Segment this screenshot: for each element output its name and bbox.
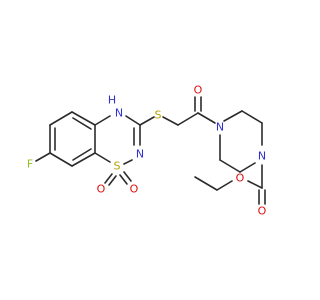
bond-so-left-b xyxy=(108,175,117,186)
atom-h-ring: H xyxy=(108,94,116,107)
bond-pip-6 xyxy=(239,162,256,173)
atom-n-imine: N xyxy=(136,148,144,161)
bond-so-left-a xyxy=(104,173,113,184)
bond-so-right-a xyxy=(119,174,128,185)
bond-c-n-ring xyxy=(94,115,111,126)
atom-o-sulfonyl-right: O xyxy=(130,183,139,196)
bond-o-ch2 xyxy=(216,180,233,191)
bond-benz-1 xyxy=(49,111,73,126)
bond-pip-2 xyxy=(241,110,263,124)
bond-ch2-co xyxy=(177,112,199,126)
bond-c-s-thio xyxy=(139,116,155,126)
bond-s-c-benz xyxy=(94,152,111,163)
bond-benz-3 xyxy=(49,152,73,167)
bond-pip-1 xyxy=(223,110,243,122)
atom-n-pip-right: N xyxy=(258,150,266,163)
atom-n-ring: N xyxy=(115,107,123,120)
bond-s-ch2 xyxy=(162,116,179,126)
bond-benz-6-inner xyxy=(72,117,92,130)
bond-c-o-ester xyxy=(247,180,263,189)
atom-f: F xyxy=(27,158,33,171)
atom-s-thio: S xyxy=(155,109,162,122)
bond-co-n-pip xyxy=(197,112,216,124)
bonds xyxy=(35,96,266,205)
bond-n-c-thio xyxy=(125,115,141,126)
bond-benz-6 xyxy=(71,111,96,126)
atom-s-sulfonyl: S xyxy=(114,160,121,173)
atom-labels: H N N S S O O F O N N O O xyxy=(27,84,267,218)
atom-n-pip-left: N xyxy=(216,121,224,134)
bond-n-s-sulfonyl xyxy=(123,159,133,165)
bond-benz-4-inner xyxy=(72,148,92,161)
atom-o-amide: O xyxy=(194,84,203,97)
bond-so-right-b xyxy=(123,171,132,182)
atom-o-carbamate-dbl: O xyxy=(258,205,267,218)
bond-benz-4 xyxy=(71,152,96,167)
molecule-structure: H N N S S O O F O N N O O xyxy=(27,84,267,218)
bond-ch2-ch3 xyxy=(194,176,218,191)
bond-pip-5 xyxy=(219,159,241,173)
atom-o-ester: O xyxy=(236,172,245,185)
atom-o-sulfonyl-left: O xyxy=(97,183,106,196)
bond-c-f xyxy=(35,152,51,162)
